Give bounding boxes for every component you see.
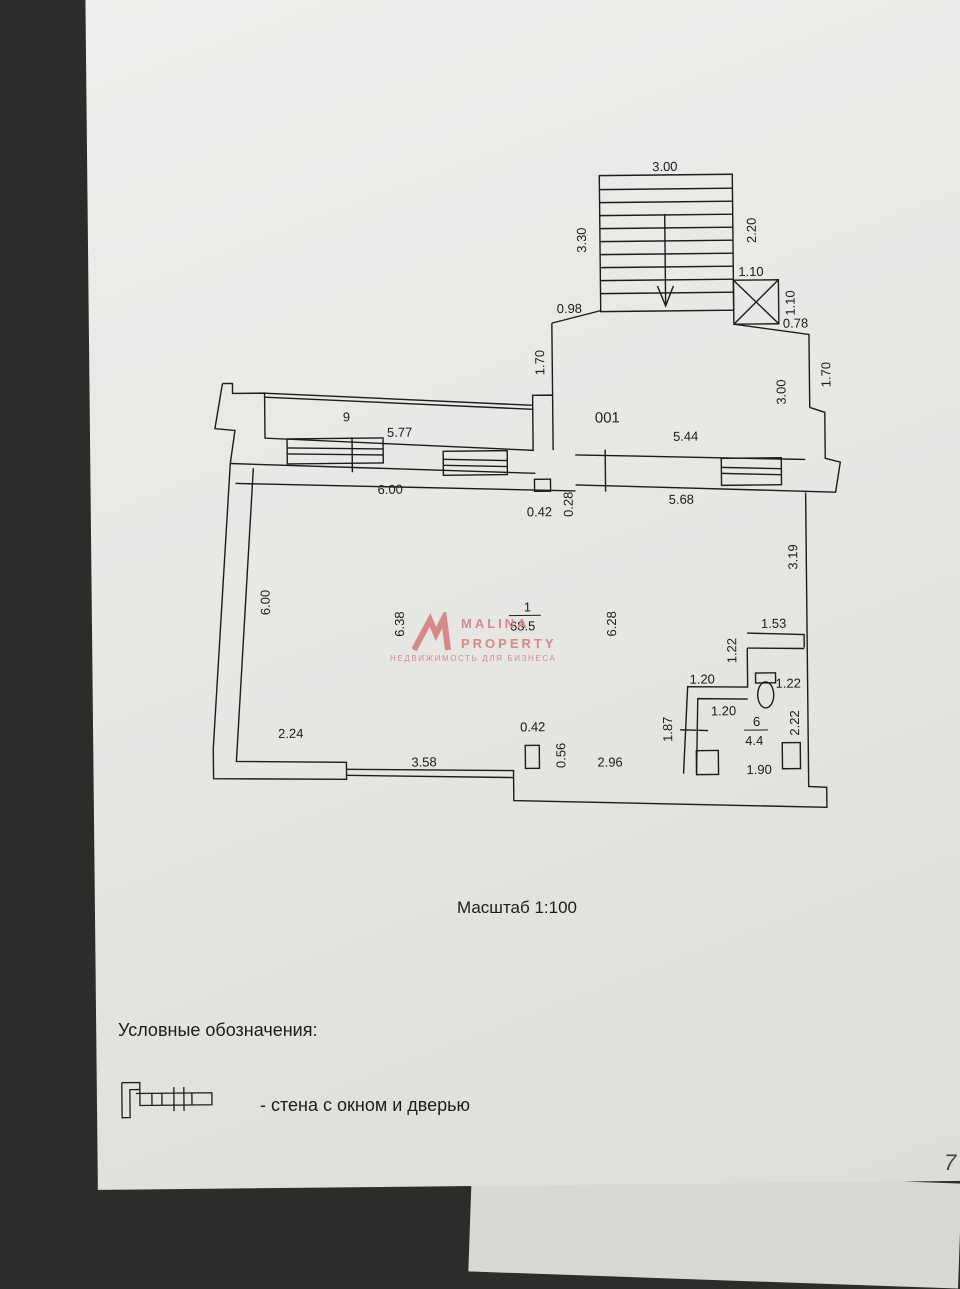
- scale-label: Масштаб 1:100: [457, 898, 577, 918]
- dim-190: 1.90: [746, 762, 771, 777]
- dim-319: 3.19: [785, 544, 800, 569]
- dim-170-left: 1.70: [532, 350, 547, 375]
- watermark-name: MALINA PROPERTY: [461, 614, 557, 654]
- dim-shaft-height: 1.10: [782, 290, 797, 315]
- dim-stair-right: 2.20: [744, 218, 759, 243]
- dim-187: 1.87: [660, 717, 675, 742]
- dim-577: 5.77: [387, 425, 412, 440]
- legend-wall-symbol: [122, 1082, 212, 1118]
- dim-stair-width: 3.00: [652, 159, 677, 174]
- dim-042-bottom: 0.42: [520, 719, 545, 734]
- room-6-number: 6: [753, 714, 760, 729]
- room-001-label: 001: [595, 409, 620, 426]
- dim-600-top: 6.00: [377, 482, 402, 497]
- dim-056: 0.56: [553, 743, 568, 768]
- dim-638: 6.38: [392, 611, 407, 636]
- dim-122-b: 1.22: [776, 676, 801, 691]
- room-9-outline: [222, 380, 553, 453]
- document-page: 9 001 1 68.5 6 4.4 3.00 3.30 2.20 1.10 1…: [85, 0, 960, 1190]
- legend-title: Условные обозначения:: [118, 1020, 317, 1041]
- dim-170-right: 1.70: [818, 362, 833, 387]
- legend-item-text: - стена с окном и дверью: [260, 1095, 470, 1116]
- dim-568: 5.68: [669, 492, 694, 507]
- watermark-subtitle: НЕДВИЖИМОСТЬ ДЛЯ БИЗНЕСА: [390, 654, 556, 663]
- dim-028: 0.28: [561, 492, 576, 517]
- watermark-line1: MALINA: [461, 614, 557, 634]
- dim-098: 0.98: [557, 301, 582, 316]
- dim-222: 2.22: [787, 710, 802, 735]
- room-9-label: 9: [343, 409, 350, 424]
- dim-shaft-width: 1.10: [738, 264, 763, 279]
- dim-shaft-offset: 0.78: [783, 315, 808, 330]
- bathroom: [679, 633, 805, 775]
- dim-296: 2.96: [597, 754, 622, 769]
- dim-224: 2.24: [278, 726, 303, 741]
- room-6-area: 4.4: [745, 733, 763, 748]
- page-number: 7: [944, 1150, 956, 1176]
- room-1-number: 1: [524, 599, 531, 614]
- ventilation-shaft: [733, 280, 778, 324]
- malina-logo-icon: [412, 612, 456, 652]
- dim-stair-length: 3.30: [574, 227, 589, 252]
- dim-544: 5.44: [673, 429, 698, 444]
- dim-120-b: 1.20: [711, 703, 736, 718]
- dim-358: 3.58: [411, 754, 436, 769]
- staircase: [599, 174, 733, 311]
- dim-628: 6.28: [604, 611, 619, 636]
- dim-600-left: 6.00: [258, 590, 273, 615]
- dim-042-top: 0.42: [527, 504, 552, 519]
- floor-plan: 9 001 1 68.5 6 4.4 3.00 3.30 2.20 1.10 1…: [85, 0, 960, 1190]
- watermark-line2: PROPERTY: [461, 634, 557, 654]
- dim-120-a: 1.20: [689, 671, 714, 686]
- dim-122-a: 1.22: [724, 638, 739, 663]
- dim-300-right: 3.00: [773, 379, 788, 404]
- dim-153: 1.53: [761, 616, 786, 631]
